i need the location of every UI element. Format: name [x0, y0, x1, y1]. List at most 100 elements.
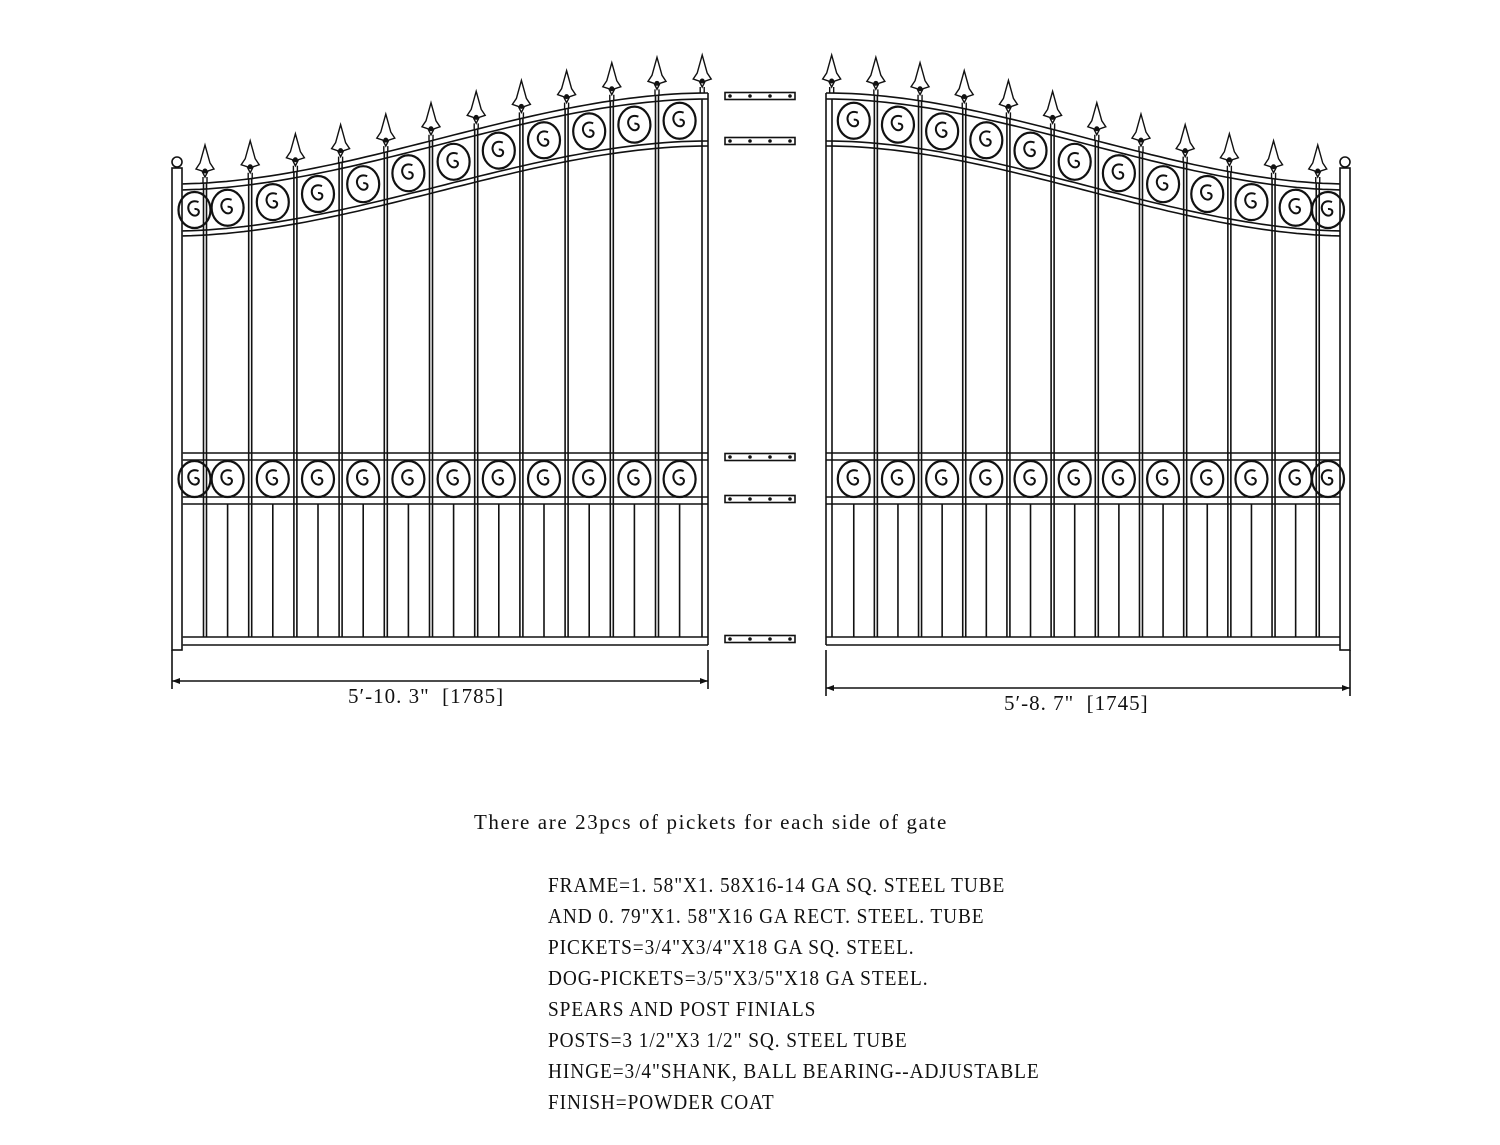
spec-posts: POSTS=3 1/2"X3 1/2" SQ. STEEL TUBE	[548, 1028, 908, 1052]
spear-finial-dot	[247, 164, 253, 170]
mid-scroll-spiral	[1111, 469, 1125, 486]
top-scroll	[662, 101, 697, 140]
spear-finial-dot	[654, 80, 660, 86]
mid-scroll-spiral	[846, 469, 860, 486]
left-gate	[171, 52, 713, 651]
hinge-bolt	[768, 497, 772, 501]
mid-scroll-spiral	[220, 469, 233, 486]
mid-scroll-spiral	[672, 469, 685, 486]
gate-post	[171, 167, 183, 651]
mid-scroll	[391, 459, 426, 499]
spec-finish: FINISH=POWDER COAT	[548, 1090, 775, 1114]
curve-rail-upper	[825, 140, 1340, 232]
top-scroll	[1101, 154, 1136, 193]
top-scroll-spiral	[187, 200, 200, 217]
mid-scroll	[1190, 459, 1225, 499]
mid-scroll	[572, 459, 607, 499]
mid-scroll	[526, 459, 562, 499]
mid-scroll	[1234, 459, 1269, 499]
spec-pickets: PICKETS=3/4"X3/4"X18 GA SQ. STEEL.	[548, 935, 915, 959]
top-scroll	[1057, 142, 1092, 181]
mid-scroll	[1145, 459, 1181, 499]
post-finial-ball	[171, 156, 183, 168]
top-scroll	[1190, 174, 1225, 214]
top-scroll	[925, 112, 960, 151]
top-scroll	[177, 190, 212, 230]
hinge-plate	[724, 91, 796, 101]
spec-dog-pickets: DOG-PICKETS=3/5"X3/5"X18 GA STEEL.	[548, 966, 929, 990]
top-scroll-spiral	[581, 121, 595, 138]
spear-finial-dot	[917, 86, 923, 92]
mid-scroll	[1013, 459, 1048, 499]
mid-scroll-spiral	[401, 469, 414, 486]
spear-finial-dot	[292, 157, 298, 163]
hinge-bolt	[788, 497, 792, 501]
curve-rail-upper	[182, 140, 709, 232]
top-rail-upper	[182, 92, 709, 185]
mid-scroll-spiral	[1200, 469, 1213, 486]
top-scroll-spiral	[265, 192, 279, 209]
top-scroll-spiral	[672, 110, 685, 128]
hinge-bolt	[748, 637, 752, 641]
hinge-bolt	[768, 455, 772, 459]
spear-finial-icon	[954, 68, 975, 109]
top-scroll-spiral	[979, 130, 992, 147]
top-scroll-spiral	[1111, 163, 1125, 180]
mid-scroll-spiral	[1244, 469, 1257, 486]
mid-scroll	[836, 459, 871, 499]
top-scroll	[572, 112, 607, 151]
spec-list: FRAME=1. 58"X1. 58X16-14 GA SQ. STEEL TU…	[548, 870, 1082, 1118]
top-scroll	[836, 101, 871, 140]
spear-finial-dot	[829, 78, 835, 84]
spear-finial-icon	[646, 54, 668, 96]
hinge-bolt	[788, 139, 792, 143]
spear-finial-dot	[202, 168, 208, 174]
top-scroll-spiral	[310, 184, 324, 201]
top-scroll-spiral	[627, 114, 640, 132]
top-scroll-spiral	[1155, 174, 1169, 191]
hinge-bolt	[768, 637, 772, 641]
spear-finial-icon	[1175, 122, 1196, 163]
mid-scroll-spiral	[1320, 469, 1334, 486]
mid-scroll-spiral	[979, 469, 992, 486]
top-rail-lower	[825, 98, 1340, 191]
pickets-note: There are 23pcs of pickets for each side…	[474, 810, 948, 834]
spear-finial-icon	[1263, 138, 1284, 179]
right-gate	[821, 52, 1351, 651]
top-scroll	[1013, 131, 1048, 170]
mid-scroll-spiral	[355, 469, 369, 486]
mid-scroll-spiral	[310, 469, 324, 486]
spear-finial-dot	[1271, 164, 1277, 170]
mid-scroll	[210, 459, 245, 499]
hinge-plate	[724, 136, 796, 146]
hinge-bolt	[768, 139, 772, 143]
top-scroll	[255, 183, 290, 222]
spear-finial-icon	[420, 100, 442, 141]
spear-finial-dot	[609, 86, 615, 92]
top-scroll	[526, 121, 562, 160]
top-scroll-spiral	[1067, 152, 1080, 169]
top-rail-upper	[825, 92, 1340, 185]
hinge-bolt	[748, 139, 752, 143]
top-scroll	[1278, 188, 1313, 227]
hinge-bolt	[788, 94, 792, 98]
spear-finial-dot	[961, 94, 967, 100]
top-scroll-spiral	[446, 152, 459, 169]
mid-scroll	[880, 459, 916, 499]
mid-scroll	[481, 459, 516, 499]
hinge-bolt	[748, 94, 752, 98]
hinge-bolt	[768, 94, 772, 98]
top-scroll	[346, 165, 381, 204]
mid-scroll-spiral	[1288, 469, 1301, 486]
spear-finial-icon	[601, 60, 622, 101]
gate-post	[1339, 167, 1351, 651]
spear-finial-icon	[375, 111, 396, 153]
mid-scroll	[300, 459, 336, 499]
spec-frame-rect: AND 0. 79"X1. 58"X16 GA RECT. STEEL. TUB…	[548, 904, 985, 928]
spec-hinge: HINGE=3/4"SHANK, BALL BEARING--ADJUSTABL…	[548, 1059, 1040, 1083]
top-scroll-spiral	[536, 130, 550, 147]
spear-finial-icon	[821, 52, 842, 94]
top-scroll-spiral	[1288, 197, 1301, 215]
top-scroll-spiral	[491, 140, 505, 158]
